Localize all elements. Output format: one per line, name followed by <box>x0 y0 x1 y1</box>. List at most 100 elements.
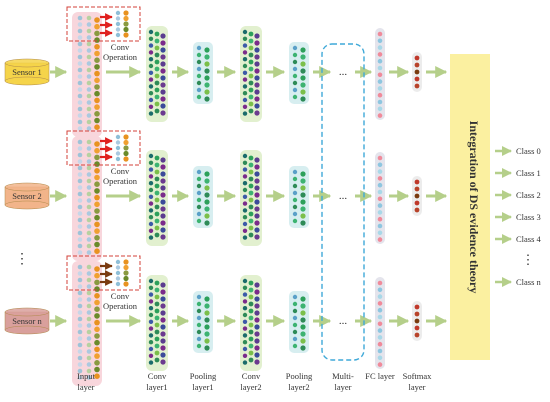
pool2-neuron <box>292 204 298 210</box>
conv2-neuron <box>248 357 254 363</box>
conv2-neuron <box>248 73 254 79</box>
pool1-neuron <box>196 52 202 58</box>
conv1-neuron <box>160 206 166 212</box>
conv1-neuron <box>148 97 154 103</box>
kernel-neuron <box>123 15 129 22</box>
pool2-neuron <box>292 294 298 300</box>
conv1-neuron <box>148 104 154 110</box>
softmax-neuron <box>414 311 420 317</box>
class-label: Class 2 <box>516 190 541 200</box>
conv2-neuron <box>248 101 254 107</box>
column-label: Softmax <box>403 371 433 381</box>
conv1-neuron <box>160 303 166 309</box>
conv2-neuron <box>248 59 254 65</box>
input-neuron <box>77 336 83 341</box>
conv2-neuron <box>242 333 248 338</box>
conv2-neuron <box>254 206 260 212</box>
conv1-neuron <box>154 101 160 107</box>
sensor-cylinder-top <box>4 307 50 317</box>
softmax-neuron <box>414 304 420 310</box>
column-label: layer <box>409 382 426 392</box>
input-neuron <box>94 286 100 292</box>
class-gap-dots: ⋮ <box>522 252 535 267</box>
pool1-neuron <box>196 94 202 100</box>
conv1-neuron <box>154 315 160 321</box>
conv1-neuron <box>160 282 166 288</box>
column-label: layer1 <box>146 382 167 392</box>
conv2-neuron <box>248 155 254 161</box>
conv1-neuron <box>154 294 160 300</box>
pool2-neuron <box>292 343 298 349</box>
conv2-neuron <box>254 303 260 309</box>
input-neuron <box>86 113 92 118</box>
input-neuron <box>86 349 92 354</box>
kernel-neuron <box>123 21 129 27</box>
conv2-neuron <box>254 110 260 116</box>
kernel-neuron <box>123 156 129 162</box>
pool1-panel <box>193 166 213 228</box>
conv2-neuron <box>248 162 254 168</box>
conv2-neuron <box>254 96 260 102</box>
conv2-neuron <box>248 294 254 300</box>
input-neuron <box>77 237 83 242</box>
fc-neuron <box>377 280 383 286</box>
pool2-neuron <box>292 94 298 100</box>
pool1-neuron <box>196 87 202 93</box>
input-neuron <box>77 48 83 53</box>
pool2-neuron <box>300 75 306 81</box>
conv1-neuron <box>154 301 160 307</box>
input-neuron <box>77 22 83 27</box>
conv2-neuron <box>242 63 248 69</box>
input-neuron <box>94 353 100 359</box>
input-neuron <box>77 113 83 118</box>
input-neuron <box>77 355 83 361</box>
input-neuron <box>77 100 83 105</box>
softmax-neuron <box>414 325 420 331</box>
conv2-neuron <box>254 227 260 233</box>
conv1-neuron <box>154 183 160 189</box>
kernel-neuron <box>115 16 121 21</box>
kernel-neuron <box>123 32 129 38</box>
fc-neuron <box>377 341 383 347</box>
conv1-neuron <box>160 345 166 351</box>
pool2-neuron <box>292 301 298 307</box>
fc-neuron <box>377 92 383 98</box>
fc-neuron <box>377 45 383 50</box>
column-label: layer2 <box>240 382 261 392</box>
pool2-neuron <box>300 185 306 191</box>
conv-operation-label: Conv <box>111 42 130 52</box>
fc-neuron <box>377 196 383 202</box>
input-neuron <box>86 54 92 60</box>
input-neuron <box>86 22 92 27</box>
conv1-neuron <box>148 235 154 240</box>
input-neuron <box>94 23 100 30</box>
sensor-label: Sensor 2 <box>12 191 42 201</box>
sensor-cylinder-bottom <box>4 76 50 86</box>
conv2-neuron <box>242 285 248 290</box>
input-neuron <box>86 375 92 380</box>
input-neuron <box>77 159 83 164</box>
fc-neuron <box>377 176 383 181</box>
conv1-neuron <box>148 77 154 82</box>
conv2-neuron <box>242 187 248 193</box>
input-neuron <box>77 35 83 40</box>
input-neuron <box>86 67 92 73</box>
conv1-neuron <box>148 346 154 352</box>
conv2-neuron <box>254 75 260 81</box>
conv1-neuron <box>154 343 160 349</box>
input-neuron <box>86 243 92 249</box>
pool2-neuron <box>300 199 306 205</box>
pool2-neuron <box>292 197 298 203</box>
pool1-neuron <box>196 190 202 196</box>
conv2-neuron <box>248 225 254 231</box>
fc-neuron <box>377 155 383 161</box>
pool2-neuron <box>292 66 298 72</box>
fc-neuron <box>377 216 383 222</box>
input-neuron <box>77 126 83 131</box>
pool2-neuron <box>300 206 306 212</box>
conv1-neuron <box>160 103 166 109</box>
pool1-neuron <box>196 294 202 300</box>
input-neuron <box>77 375 83 380</box>
conv2-neuron <box>242 194 248 199</box>
conv1-neuron <box>154 169 160 175</box>
